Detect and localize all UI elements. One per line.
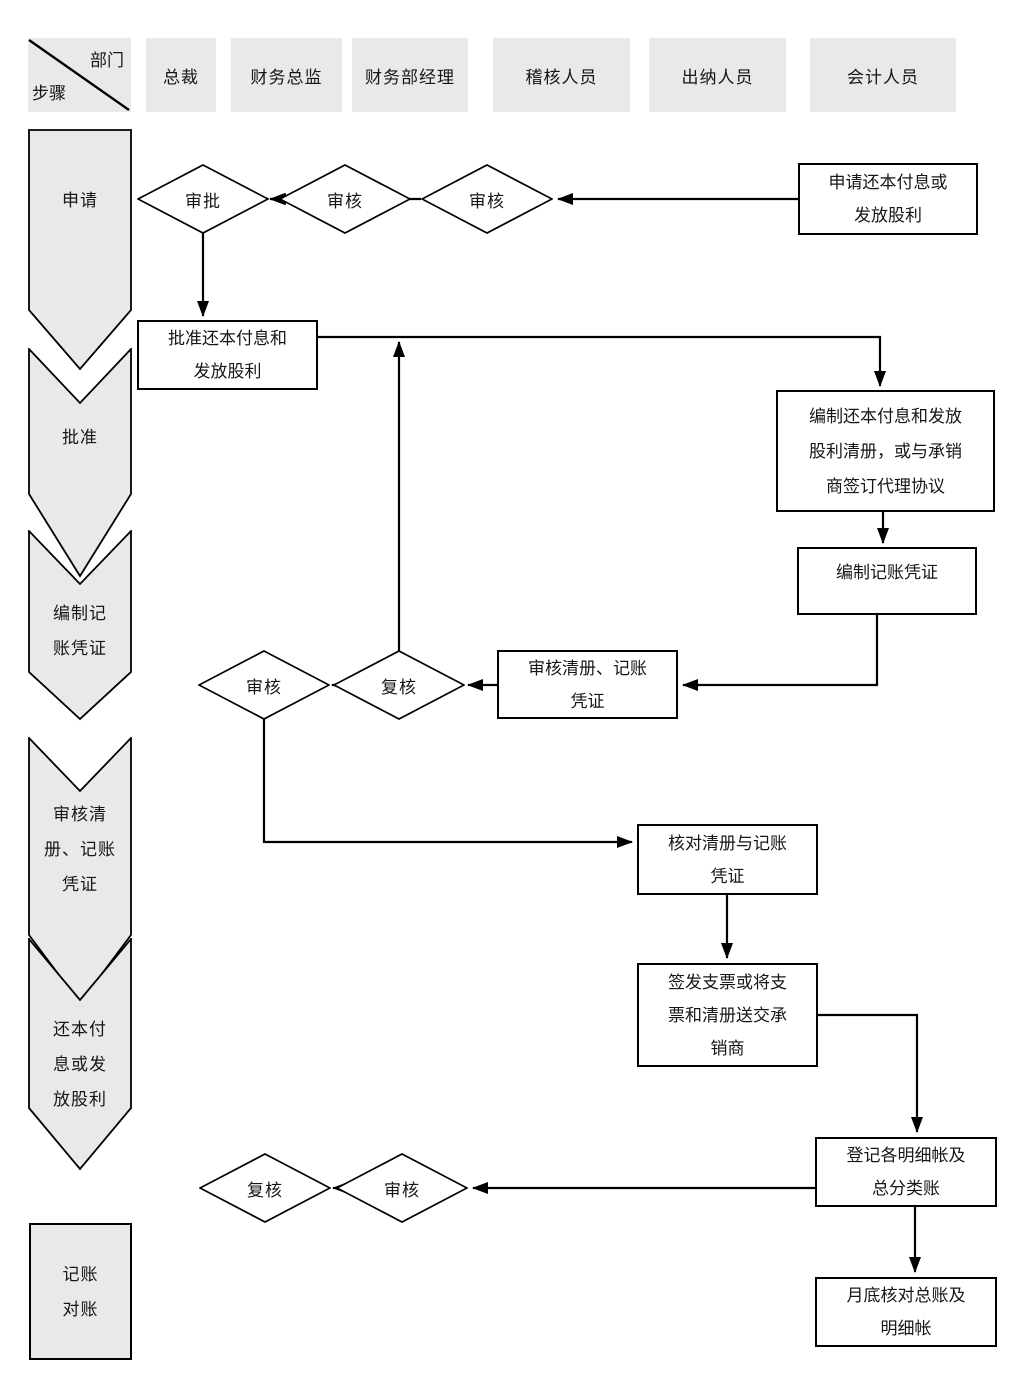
step-rect-bookkeeping: 记账 对账	[29, 1223, 132, 1360]
step-arrow-approve	[28, 348, 132, 578]
step-arrow-prepare-voucher	[28, 530, 132, 721]
step-label-prepare-voucher: 编制记 账凭证	[53, 604, 107, 658]
diamond-review-bottom: 审核	[336, 1153, 468, 1223]
header-cell-accountant: 会计人员	[810, 38, 956, 112]
header-cell-cashier: 出纳人员	[649, 38, 786, 112]
header-cell-auditor: 稽核人员	[493, 38, 630, 112]
corner-diagonal-line	[28, 39, 130, 111]
header-cell-finance-director: 财务总监	[231, 38, 342, 112]
header-cell-finance-manager: 财务部经理	[352, 38, 468, 112]
diamond-recheck-bottom: 复核	[199, 1153, 331, 1223]
box-review-list-voucher: 审核清册、记账 凭证	[497, 650, 678, 719]
diamond-approve: 审批	[137, 164, 269, 234]
box-approve-repay-dividend: 批准还本付息和 发放股利	[137, 320, 318, 390]
box-issue-check: 签发支票或将支 票和清册送交承 销商	[637, 963, 818, 1067]
box-prepare-list-or-agency: 编制还本付息和发放 股利清册，或与承销 商签订代理协议	[776, 390, 995, 512]
step-label-approve: 批准	[62, 428, 98, 447]
diamond-review-mid: 审核	[198, 650, 330, 720]
header-corner-cell: 部门 步骤	[28, 38, 131, 112]
box-prepare-voucher: 编制记账凭证	[797, 547, 977, 615]
box-monthly-reconcile: 月底核对总账及 明细帐	[815, 1277, 997, 1347]
diamond-review-finance-manager: 审核	[421, 164, 553, 234]
box-check-list-voucher: 核对清册与记账 凭证	[637, 824, 818, 895]
step-label-repay: 还本付 息或发 放股利	[53, 1020, 107, 1109]
diamond-recheck-mid: 复核	[333, 650, 465, 720]
corner-label-step: 步骤	[32, 84, 66, 103]
step-arrow-apply	[28, 129, 132, 371]
corner-label-department: 部门	[90, 51, 124, 70]
step-label-review-list: 审核清 册、记账 凭证	[44, 805, 116, 894]
step-arrow-repay	[28, 938, 132, 1171]
header-cell-president: 总裁	[146, 38, 216, 112]
step-label-apply: 申请	[62, 191, 98, 210]
box-register-ledgers: 登记各明细帐及 总分类账	[815, 1137, 997, 1207]
box-apply-repay-dividend: 申请还本付息或 发放股利	[798, 163, 978, 235]
diamond-review-finance-director: 审核	[279, 164, 411, 234]
step-arrow-review-list	[28, 737, 132, 1005]
